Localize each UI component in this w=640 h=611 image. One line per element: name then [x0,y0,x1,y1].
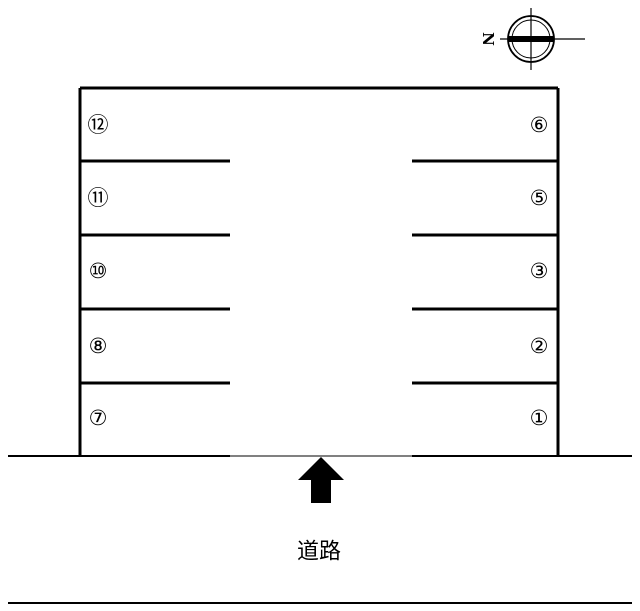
right-stall-dividers [412,159,558,385]
stall-number: ① [530,406,549,430]
compass-icon: N [479,8,585,70]
road-edges [8,455,632,604]
road-label: 道路 [297,540,341,565]
compass-north-label: N [479,32,497,46]
up-arrow-icon [298,457,344,503]
stall-number: ⑤ [530,186,549,210]
stall-number: ⑥ [530,113,549,137]
stall-number: ⑦ [89,406,108,430]
parking-lot-outline [78,86,560,456]
stall-number: ② [530,334,549,358]
stall-number: ③ [530,259,549,283]
stall-number: ⑫ [88,113,109,137]
stall-number: ⑩ [89,259,108,283]
stall-number: ⑪ [88,186,109,210]
left-stall-dividers [80,159,230,385]
stall-number: ⑧ [89,334,108,358]
